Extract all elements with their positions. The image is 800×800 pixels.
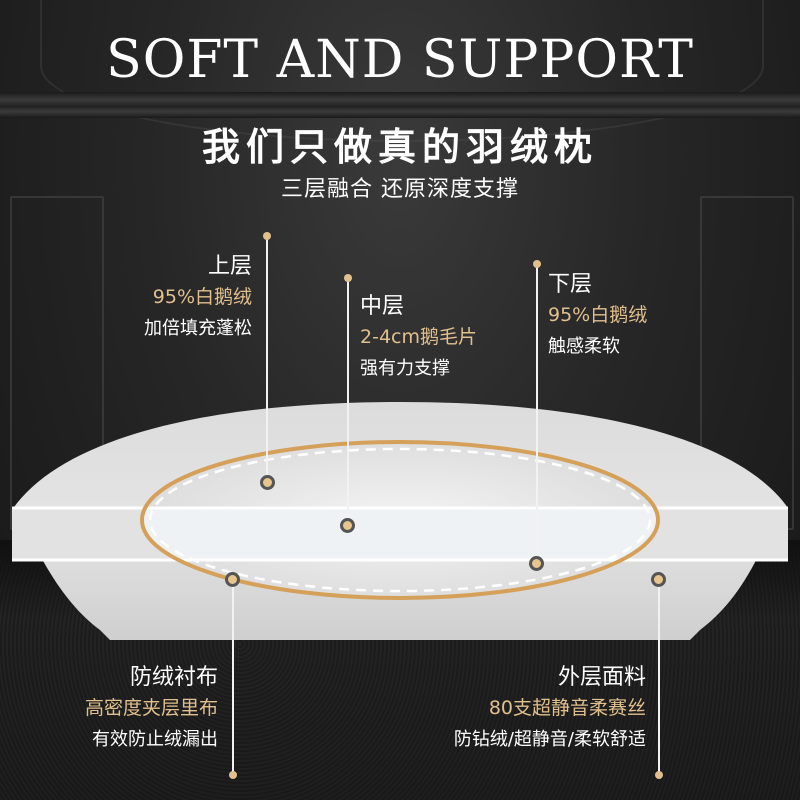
leader-line-middle	[347, 278, 349, 525]
label-outer-fabric: 外层面料 80支超静音柔赛丝 防钻绒/超静音/柔软舒适	[454, 667, 646, 749]
outer-fabric-name: 外层面料	[557, 665, 646, 690]
marker-outer-fabric	[650, 571, 666, 587]
top-layer-material: 95%白鹅绒	[152, 286, 252, 308]
marker-top-layer	[259, 474, 275, 490]
lining-stitch	[148, 447, 652, 593]
leader-line-top	[266, 236, 268, 481]
anchor-dot-outer	[654, 771, 663, 779]
middle-layer-benefit: 强有力支撑	[360, 358, 450, 379]
lining-material: 高密度夹层里布	[84, 697, 218, 719]
lining-benefit: 有效防止绒漏出	[92, 729, 218, 750]
marker-lining	[224, 571, 240, 587]
anchor-dot-lining	[228, 771, 237, 779]
leader-line-outer	[658, 579, 660, 775]
anchor-dot-top	[262, 232, 271, 240]
leader-line-bottom	[536, 264, 538, 563]
label-top-layer: 上层 95%白鹅绒 加倍填充蓬松	[144, 256, 252, 338]
top-layer-name: 上层	[207, 254, 252, 279]
outer-fabric-material: 80支超静音柔赛丝	[488, 697, 646, 719]
outer-fabric-benefit: 防钻绒/超静音/柔软舒适	[453, 729, 646, 750]
label-middle-layer: 中层 2-4cm鹅毛片 强有力支撑	[360, 296, 477, 378]
leader-line-lining	[232, 579, 234, 775]
bottom-layer-material: 95%白鹅绒	[548, 304, 648, 326]
middle-layer-name: 中层	[360, 294, 405, 319]
page-tagline: 三层融合 还原深度支撑	[281, 177, 519, 202]
page-subtitle: 我们只做真的羽绒枕	[201, 125, 598, 169]
wall-panel-left	[40, 0, 764, 142]
anchor-dot-middle	[343, 274, 352, 282]
bottom-layer-benefit: 触感柔软	[548, 336, 620, 357]
anchor-dot-bottom	[532, 260, 541, 268]
top-layer-benefit: 加倍填充蓬松	[144, 318, 252, 339]
wall-moulding-upper	[0, 92, 800, 118]
bottom-layer-name: 下层	[548, 272, 593, 297]
lining-outline	[140, 440, 660, 600]
middle-layer-material: 2-4cm鹅毛片	[360, 326, 477, 348]
pillow-cross-section	[12, 402, 788, 640]
lining-name: 防绒衬布	[129, 665, 218, 690]
page-title: SOFT AND SUPPORT	[106, 30, 694, 90]
marker-bottom-layer	[528, 555, 544, 571]
label-lining: 防绒衬布 高密度夹层里布 有效防止绒漏出	[85, 667, 218, 749]
label-bottom-layer: 下层 95%白鹅绒 触感柔软	[548, 274, 647, 356]
marker-middle-layer	[339, 517, 355, 533]
